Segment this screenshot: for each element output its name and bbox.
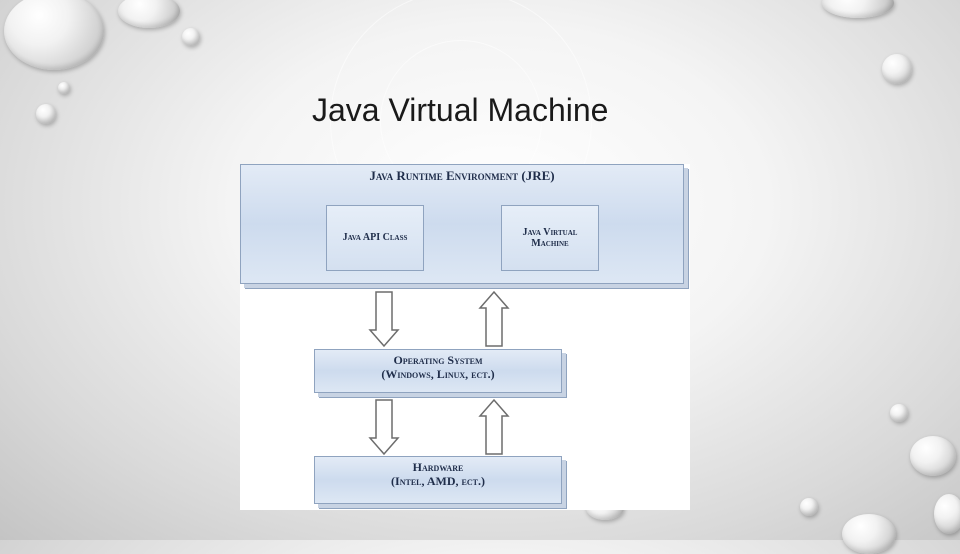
up-arrow-icon [478,398,510,455]
water-drop [58,82,70,94]
down-arrow-icon [368,399,400,456]
arrows-layer [368,290,510,456]
water-drop [36,104,56,124]
slide-title: Java Virtual Machine [312,92,609,128]
jvm-label-line1: Java Virtual [522,226,578,238]
water-drop [4,0,104,70]
jre-box: Java Runtime Environment (JRE) Java API … [240,164,684,284]
jvm-label-line2: Machine [531,238,569,249]
water-drop [118,0,180,28]
up-arrow-icon [478,290,510,347]
java-api-class-box: Java API Class [326,205,424,271]
hardware-box: Hardware (Intel, AMD, ect.) [314,456,562,504]
water-drop [842,514,896,554]
water-drop [934,494,960,534]
os-label: Operating System [393,353,483,367]
hardware-label: Hardware [412,460,464,474]
water-drop [890,404,908,422]
java-virtual-machine-box: Java Virtual Machine [501,205,599,271]
hardware-examples: (Intel, AMD, ect.) [391,473,485,488]
operating-system-box: Operating System (Windows, Linux, ect.) [314,349,562,393]
jre-label: Java Runtime Environment (JRE) [369,168,555,183]
water-drop [800,498,818,516]
water-drop [822,0,894,18]
java-api-class-label: Java API Class [342,232,408,244]
water-drop [910,436,956,476]
os-examples: (Windows, Linux, ect.) [381,366,495,381]
water-drop [882,54,912,84]
water-drop [182,28,200,46]
jvm-architecture-diagram: Java Runtime Environment (JRE) Java API … [240,164,690,510]
down-arrow-icon [368,291,400,348]
